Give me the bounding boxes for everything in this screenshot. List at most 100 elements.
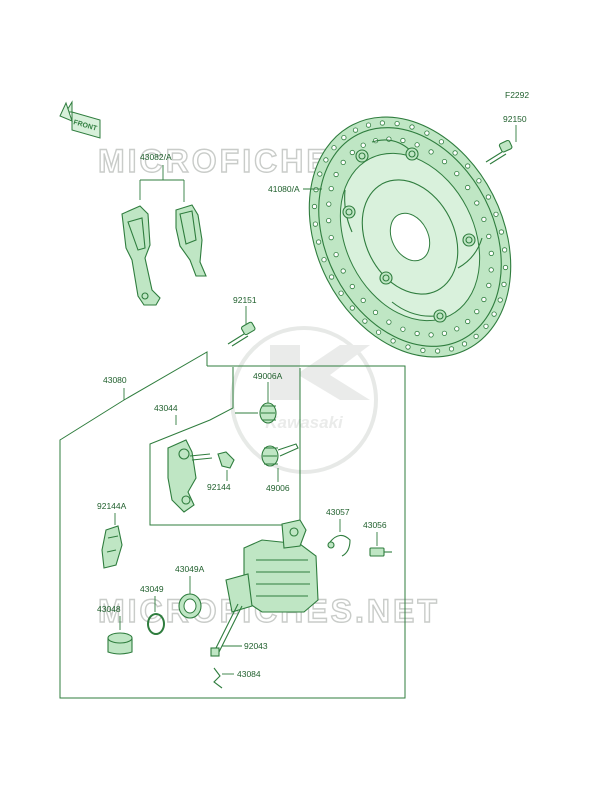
disc-vent-hole xyxy=(315,239,322,245)
disc-vent-hole xyxy=(486,233,492,239)
disc-vent-hole xyxy=(454,326,460,332)
caliper-mount-bolt xyxy=(227,321,256,347)
label-43057: 43057 xyxy=(326,507,350,517)
disc-vent-hole xyxy=(409,124,415,130)
label-92144a: 92144A xyxy=(97,501,127,511)
disc-vent-hole xyxy=(379,120,385,126)
brake-pad-right xyxy=(175,204,207,277)
disc-vent-hole xyxy=(501,247,508,253)
label-43080: 43080 xyxy=(103,375,127,385)
disc-vent-hole xyxy=(488,267,494,273)
disc-vent-hole xyxy=(481,296,487,303)
disc-vent-hole xyxy=(323,157,329,163)
brake-pad-left xyxy=(121,205,161,306)
disc-vent-hole xyxy=(317,171,323,177)
disc-vent-hole xyxy=(340,159,346,165)
disc-vent-hole xyxy=(328,274,335,280)
disc-vent-hole xyxy=(333,171,339,178)
disc-vent-hole xyxy=(349,283,355,290)
disc-vent-hole xyxy=(340,268,346,274)
logo-watermark-text: Kawasaki xyxy=(265,413,344,432)
disc-vent-hole xyxy=(414,142,420,148)
disc-vent-hole xyxy=(448,346,455,352)
kawasaki-logo-watermark: Kawasaki xyxy=(230,326,378,474)
front-arrow-icon: FRONT xyxy=(59,100,101,139)
disc-vent-hole xyxy=(428,332,434,338)
disc-vent-hole xyxy=(390,338,396,344)
disc-vent-hole xyxy=(352,127,359,133)
disc-vent-hole xyxy=(454,171,460,177)
bleeder-valve xyxy=(369,547,392,557)
label-43056: 43056 xyxy=(363,520,387,530)
label-43049: 43049 xyxy=(140,584,164,594)
disc-vent-hole xyxy=(474,308,480,315)
label-92150: 92150 xyxy=(503,114,527,124)
disc-vent-hole xyxy=(365,122,372,128)
disc-bolt xyxy=(485,139,513,165)
disc-vent-hole xyxy=(313,187,319,193)
label-43044: 43044 xyxy=(154,403,178,413)
disc-vent-hole xyxy=(394,121,400,127)
label-41080-a: 41080/A xyxy=(268,184,300,194)
brake-disc xyxy=(308,116,512,358)
disc-vent-hole xyxy=(473,333,479,339)
dust-seal xyxy=(178,593,202,619)
bleeder-cap xyxy=(327,534,351,557)
piston-seal xyxy=(147,613,165,635)
disc-vent-hole xyxy=(362,318,368,324)
assembly-frame xyxy=(59,351,406,699)
disc-vent-hole xyxy=(360,297,366,303)
disc-vent-hole xyxy=(465,163,471,169)
disc-vent-hole xyxy=(452,150,458,156)
dust-boot-a xyxy=(259,402,277,424)
disc-vent-hole xyxy=(438,139,444,145)
disc-vent-hole xyxy=(498,229,504,235)
label-92151: 92151 xyxy=(233,295,257,305)
disc-vent-hole xyxy=(333,252,339,258)
label-92144: 92144 xyxy=(207,482,231,492)
label-49006a: 49006A xyxy=(253,371,283,381)
disc-vent-hole xyxy=(491,311,497,317)
disc-vent-hole xyxy=(488,250,494,256)
caliper-body xyxy=(225,519,319,613)
disc-vent-hole xyxy=(486,282,492,288)
disc-vent-hole xyxy=(441,159,448,165)
disc-vent-hole xyxy=(326,201,332,207)
disc-vent-hole xyxy=(483,323,489,329)
anti-rattle-spring xyxy=(101,525,123,569)
disc-vent-hole xyxy=(414,330,420,337)
figure-code: F2292 xyxy=(505,90,529,100)
disc-vent-hole xyxy=(428,149,434,155)
disc-vent-hole xyxy=(502,264,509,271)
disc-vent-hole xyxy=(386,319,392,325)
label-43049a: 43049A xyxy=(175,564,205,574)
disc-vent-hole xyxy=(328,235,334,241)
disc-vent-hole xyxy=(497,297,503,303)
pad-clip xyxy=(217,451,235,469)
disc-vent-hole xyxy=(372,309,379,315)
disc-vent-hole xyxy=(441,330,447,336)
pad-pin xyxy=(210,603,243,657)
disc-vent-hole xyxy=(321,257,327,263)
disc-vent-hole xyxy=(424,130,430,136)
disc-vent-hole xyxy=(400,137,406,144)
disc-vent-hole xyxy=(420,347,426,353)
label-43082-a: 43082/A xyxy=(140,152,172,162)
caliper-bracket xyxy=(167,439,213,513)
disc-vent-hole xyxy=(474,200,480,206)
disc-vent-hole xyxy=(341,135,347,141)
label-43084: 43084 xyxy=(237,669,261,679)
caliper-piston xyxy=(107,632,133,655)
disc-vent-hole xyxy=(311,203,318,210)
disc-vent-hole xyxy=(328,186,334,192)
disc-vent-hole xyxy=(485,194,491,200)
dust-boot xyxy=(261,443,299,467)
disc-vent-hole xyxy=(331,145,337,151)
label-43048: 43048 xyxy=(97,604,121,614)
disc-vent-hole xyxy=(461,341,468,347)
disc-vent-hole xyxy=(434,348,441,354)
pin-clip xyxy=(213,667,223,689)
disc-vent-hole xyxy=(465,318,471,325)
disc-vent-hole xyxy=(465,184,471,191)
